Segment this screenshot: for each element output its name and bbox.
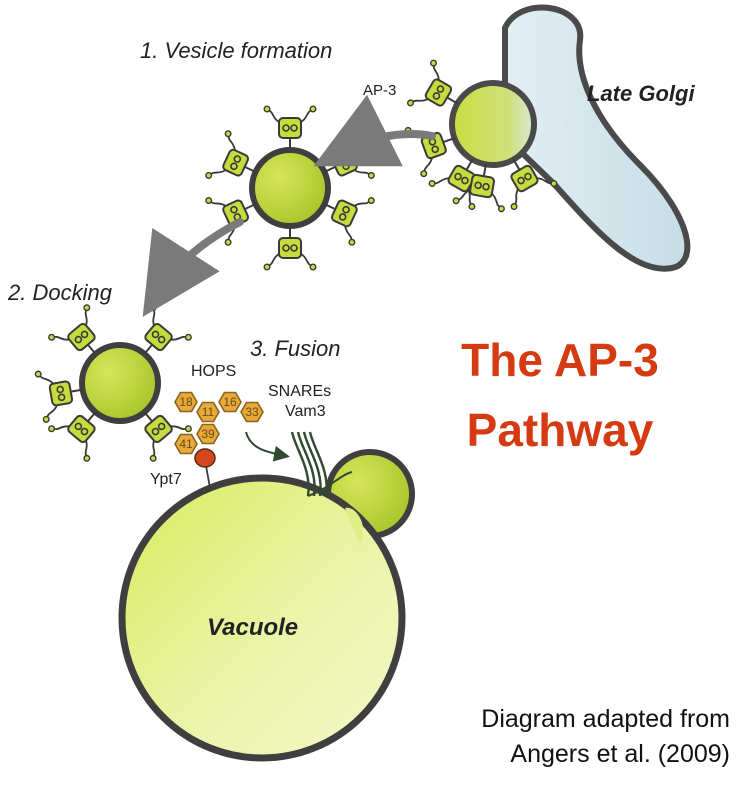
- vam3-label: Vam3: [285, 403, 326, 420]
- hops-subunit-33: [240, 401, 264, 423]
- vacuole-label: Vacuole: [207, 614, 298, 641]
- snares-label: SNAREs: [268, 383, 331, 400]
- hops-subunit-label: 16: [223, 395, 237, 409]
- ap3-label: AP-3: [363, 82, 396, 99]
- docking-arrow: [142, 218, 244, 317]
- hops-subunit-label: 11: [202, 405, 215, 419]
- vacuole: [118, 449, 415, 762]
- step2-label: 2. Docking: [7, 280, 113, 305]
- free-vesicle: [203, 105, 377, 271]
- golgi-budding-vesicle: [403, 58, 559, 213]
- hops-subunit-39: [196, 423, 220, 445]
- hops-subunit-41: [174, 433, 198, 455]
- docking-vesicle: [33, 302, 194, 464]
- hops-subunit-16: [218, 391, 242, 413]
- snare-vam3-bundle: [245, 431, 353, 497]
- step1-label: 1. Vesicle formation: [140, 38, 332, 63]
- page-title-line1: The AP-3: [461, 334, 659, 386]
- hops-subunit-label: 18: [179, 395, 193, 409]
- hops-subunit-label: 41: [179, 437, 193, 451]
- ypt7-label: Ypt7: [150, 471, 182, 488]
- credit-line1: Diagram adapted from: [481, 705, 730, 733]
- fusion-arrow: [245, 431, 290, 462]
- hops-subunit-label: 39: [201, 427, 215, 441]
- page-title-line2: Pathway: [467, 404, 654, 456]
- hops-complex: 18 11 16 33 41 39: [174, 391, 264, 455]
- credit-line2: Angers et al. (2009): [510, 740, 730, 768]
- hops-subunit-18: [174, 391, 198, 413]
- step3-label: 3. Fusion: [250, 336, 341, 361]
- hops-subunit-label: 33: [245, 405, 259, 419]
- formation-arrow: [313, 94, 436, 167]
- hops-label: HOPS: [191, 363, 236, 380]
- hops-subunit-11: [196, 401, 220, 423]
- ypt7-rab-gtpase: [194, 448, 216, 489]
- late-golgi-label: Late Golgi: [587, 81, 695, 106]
